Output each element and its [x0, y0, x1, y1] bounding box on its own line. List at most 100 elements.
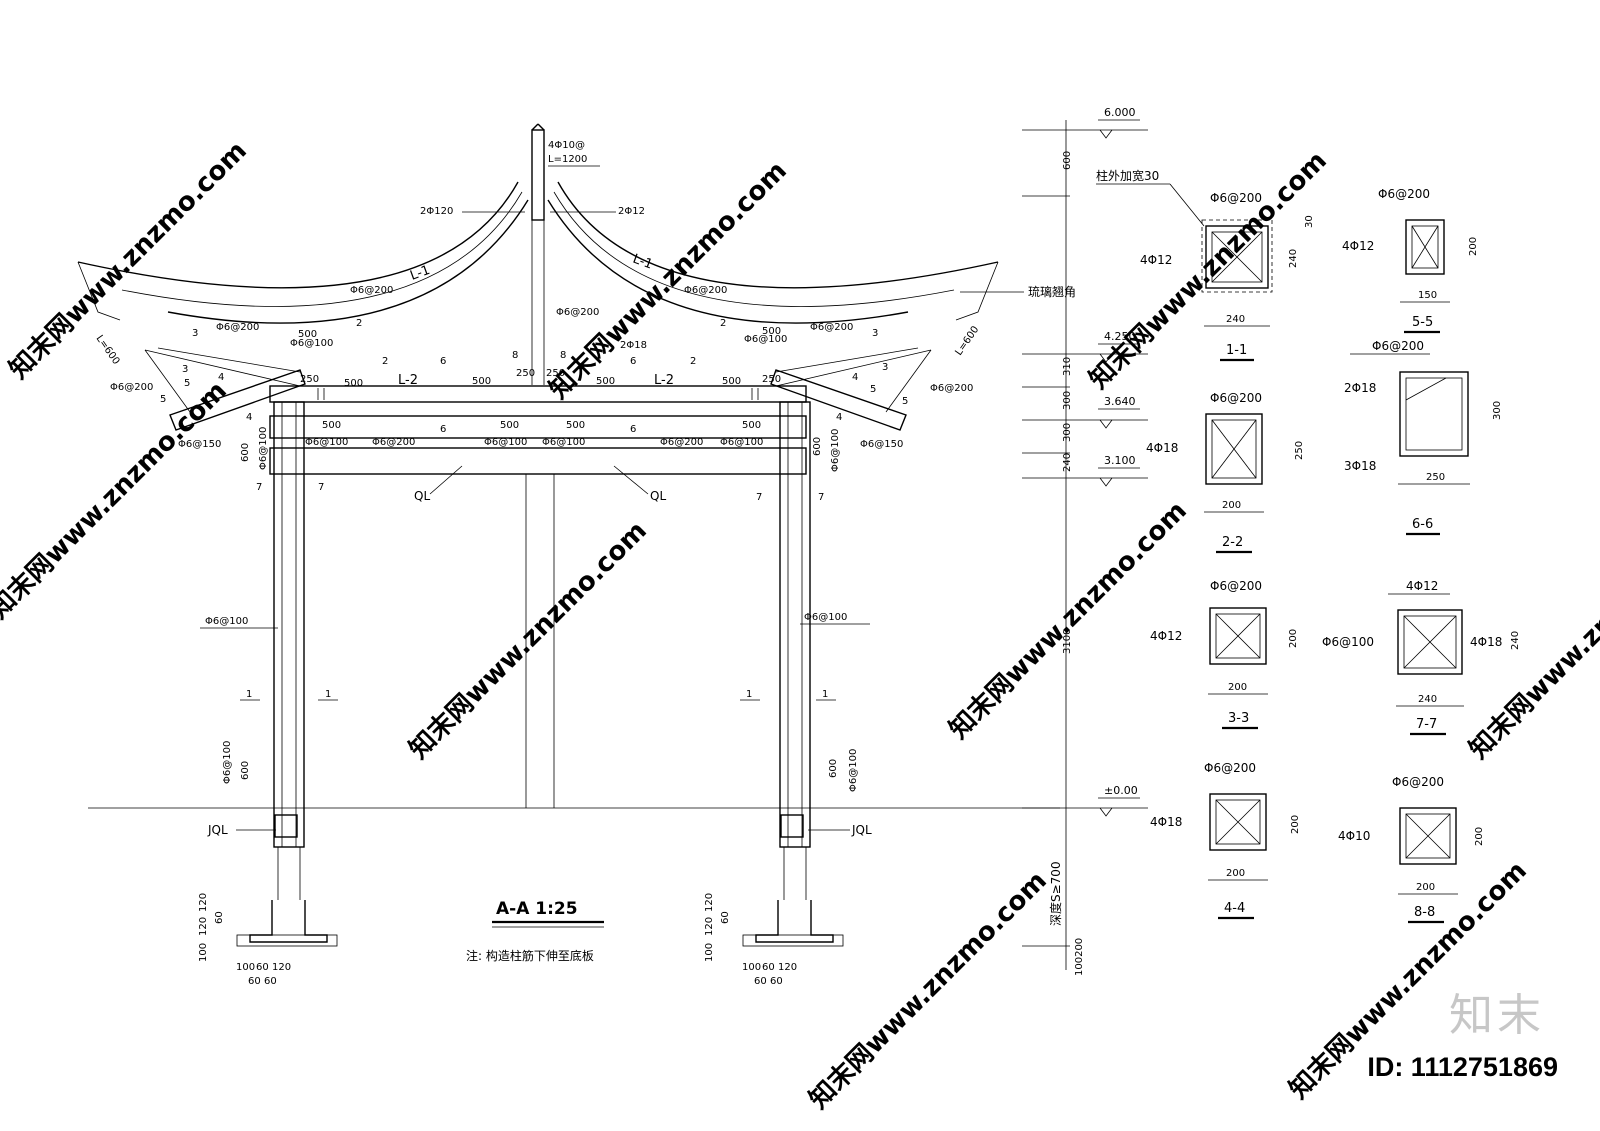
stirrup-label: Φ6@200: [810, 322, 853, 333]
brand-logo: 知末: [1449, 990, 1545, 1041]
svg-text:4Φ12: 4Φ12: [1140, 253, 1172, 267]
svg-text:1: 1: [325, 689, 331, 700]
eave-length-right: L=600: [953, 324, 981, 357]
svg-text:240: 240: [1226, 314, 1245, 325]
svg-text:150: 150: [1418, 290, 1437, 301]
svg-text:1: 1: [746, 689, 752, 700]
stirrup-label: Φ6@200: [372, 437, 415, 448]
svg-text:3100: 3100: [1062, 629, 1073, 654]
svg-text:240: 240: [1418, 694, 1437, 705]
svg-text:4Φ18: 4Φ18: [1470, 635, 1502, 649]
level-label: 3.640: [1104, 395, 1136, 408]
svg-text:3: 3: [192, 328, 198, 339]
dim-500: 500: [344, 378, 363, 389]
svg-text:4Φ12: 4Φ12: [1150, 629, 1182, 643]
stirrup-label: Φ6@100: [290, 338, 333, 349]
svg-text:Φ6@200: Φ6@200: [1210, 391, 1262, 405]
stirrup-label: Φ6@200: [110, 382, 153, 393]
dim-600: 600: [828, 759, 839, 778]
svg-text:3: 3: [182, 364, 188, 375]
svg-text:100200: 100200: [1074, 938, 1085, 976]
svg-text:柱外加宽30: 柱外加宽30: [1096, 168, 1159, 183]
roof: [77, 123, 999, 475]
svg-text:250: 250: [1426, 472, 1445, 483]
ring-beam-left: QL: [414, 489, 430, 503]
svg-text:2: 2: [720, 318, 726, 329]
svg-text:4: 4: [852, 372, 858, 383]
svg-text:6-6: 6-6: [1412, 517, 1433, 532]
svg-text:200: 200: [1222, 500, 1241, 511]
svg-text:7: 7: [318, 482, 324, 493]
eave-length-left: L=600: [94, 333, 122, 366]
svg-text:120: 120: [272, 962, 291, 973]
stirrup-label: Φ6@100: [830, 429, 841, 472]
svg-text:200: 200: [1474, 827, 1485, 846]
stirrup-label: Φ6@100: [848, 749, 859, 792]
left-column: [236, 401, 338, 947]
svg-text:60: 60: [762, 962, 775, 973]
svg-text:120: 120: [198, 893, 209, 912]
level-label: ±0.00: [1104, 784, 1138, 797]
dim-600: 600: [240, 761, 251, 780]
svg-text:知末网www.znzmo.com: 知末网www.znzmo.com: [544, 156, 793, 405]
svg-text:2Φ18: 2Φ18: [1344, 381, 1376, 395]
svg-text:200: 200: [1416, 882, 1435, 893]
dim-600: 600: [812, 437, 823, 456]
detail-3-3: Φ6@200 4Φ12 200 200 3-3: [1150, 579, 1299, 730]
svg-text:100: 100: [704, 943, 715, 962]
dim-500: 500: [596, 376, 615, 387]
svg-text:8-8: 8-8: [1414, 905, 1435, 920]
glass-corner-label: 琉璃翘角: [1028, 285, 1076, 299]
level-label: 3.100: [1104, 454, 1136, 467]
svg-text:知末网www.znzmo.com: 知末网www.znzmo.com: [804, 866, 1053, 1115]
svg-text:100: 100: [198, 943, 209, 962]
ridge-length-label: L=1200: [548, 154, 587, 165]
ring-beam-right: QL: [650, 489, 666, 503]
svg-text:100: 100: [236, 962, 255, 973]
stirrup-label: Φ6@100: [744, 334, 787, 345]
svg-text:知末网www.znzmo.com: 知末网www.znzmo.com: [1084, 146, 1333, 395]
svg-text:知末网www.znzmo.com: 知末网www.znzmo.com: [4, 136, 253, 385]
dim-500: 500: [762, 326, 781, 337]
svg-text:Φ6@200: Φ6@200: [1204, 761, 1256, 775]
svg-text:6: 6: [630, 356, 636, 367]
level-label: 4.250: [1104, 330, 1136, 343]
dim-250: 250: [546, 368, 565, 379]
ridge-bar-label: 4Φ10@: [548, 140, 585, 151]
svg-text:4Φ18: 4Φ18: [1146, 441, 1178, 455]
stirrup-label: Φ6@200: [350, 285, 393, 296]
svg-text:4: 4: [218, 372, 224, 383]
svg-text:200: 200: [1226, 868, 1245, 879]
section-title: A-A 1:25: [496, 899, 578, 919]
svg-text:300: 300: [1492, 401, 1503, 420]
svg-text:60: 60: [248, 976, 261, 987]
svg-text:6: 6: [630, 424, 636, 435]
svg-text:4Φ18: 4Φ18: [1150, 815, 1182, 829]
svg-text:6: 6: [440, 424, 446, 435]
svg-text:5: 5: [870, 384, 876, 395]
svg-text:60: 60: [264, 976, 277, 987]
svg-text:300: 300: [1062, 423, 1073, 442]
dim-500: 500: [500, 420, 519, 431]
dim-600: 600: [240, 443, 251, 462]
dim-250: 250: [762, 374, 781, 385]
detail-4-4: Φ6@200 4Φ18 200 200 4-4: [1150, 761, 1301, 920]
stirrup-label: Φ6@100: [258, 427, 269, 470]
mid-bar-label: 2Φ18: [620, 340, 647, 351]
svg-text:4Φ12: 4Φ12: [1406, 579, 1438, 593]
footing-dims: 100 120 120 60 100 60 120 60 60 100 120 …: [198, 893, 797, 987]
detail-2-2: Φ6@200 4Φ18 250 200 2-2: [1146, 391, 1305, 554]
dim-500: 500: [322, 420, 341, 431]
right-top-bar-label: 2Φ12: [618, 206, 645, 217]
svg-text:6: 6: [440, 356, 446, 367]
svg-text:5-5: 5-5: [1412, 315, 1433, 330]
stirrup-label: Φ6@200: [216, 322, 259, 333]
dim-500: 500: [566, 420, 585, 431]
svg-text:Φ6@200: Φ6@200: [1210, 191, 1262, 205]
svg-text:Φ6@100: Φ6@100: [1322, 635, 1374, 649]
detail-5-5: Φ6@200 4Φ12 200 150 5-5: [1342, 187, 1479, 334]
svg-text:60: 60: [256, 962, 269, 973]
stirrup-label: Φ6@200: [684, 285, 727, 296]
level-label: 6.000: [1104, 106, 1136, 119]
